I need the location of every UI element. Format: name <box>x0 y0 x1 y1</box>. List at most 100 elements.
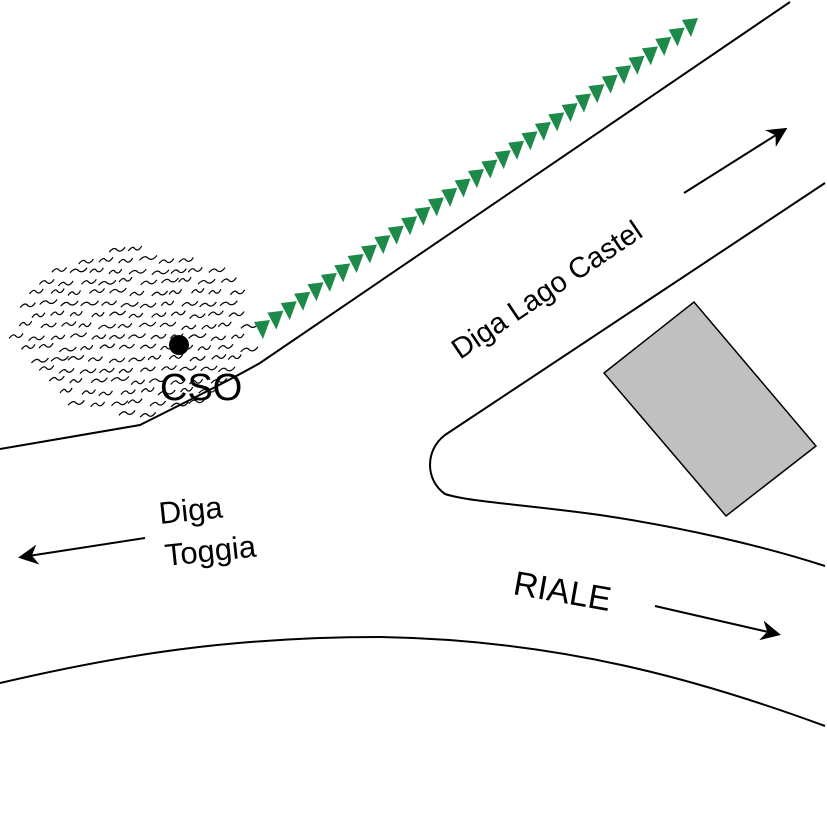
tree-icon <box>441 187 458 207</box>
rock-hatch <box>87 356 103 362</box>
rock-hatch <box>189 313 206 319</box>
rock-hatch <box>59 387 73 394</box>
tree-icon <box>641 46 658 66</box>
rock-hatch <box>69 377 83 384</box>
rock-hatch <box>91 311 105 318</box>
rock-hatch <box>197 345 212 351</box>
rock-hatch <box>147 354 162 361</box>
rock-hatch <box>227 354 242 360</box>
rock-hatch <box>181 324 197 331</box>
rock-hatch <box>18 320 33 327</box>
rock-hatch <box>161 365 177 371</box>
rock-hatch <box>79 344 94 351</box>
rock-hatch <box>148 377 168 383</box>
rock-hatch <box>220 277 237 283</box>
rock-hatch <box>38 279 55 285</box>
rock-hatch <box>149 400 167 407</box>
rock-hatch <box>109 310 127 317</box>
rock-hatch <box>157 389 176 396</box>
rock-hatch <box>50 355 69 362</box>
tree-icon <box>361 244 377 264</box>
tree-icon <box>454 178 471 198</box>
tree-icon <box>588 84 605 104</box>
rock-hatch <box>81 389 96 395</box>
rock-hatch <box>89 288 105 294</box>
rock-hatch <box>139 366 156 373</box>
rock-hatch <box>120 301 139 308</box>
rock-hatch <box>127 398 143 404</box>
rock-hatch <box>240 322 260 329</box>
arrow-icon <box>683 127 788 194</box>
tree-icon <box>494 150 511 170</box>
tree-icon <box>628 55 645 75</box>
rock-hatch <box>211 354 227 360</box>
rock-hatch <box>228 311 245 317</box>
rock-hatch <box>58 346 77 353</box>
rock-hatch <box>118 343 135 350</box>
rock-hatch <box>69 267 88 274</box>
tree-icon <box>387 225 404 245</box>
rock-hatch <box>109 287 127 294</box>
tree-icon <box>575 93 591 113</box>
rock-hatch <box>161 277 179 284</box>
tree-icon <box>374 235 391 255</box>
rock-hatch <box>210 377 228 384</box>
rock-hatch <box>38 365 55 371</box>
rocky-slope-hatching <box>8 245 260 418</box>
rock-hatch <box>98 323 117 330</box>
rock-hatch <box>67 399 85 406</box>
rock-hatch <box>129 290 145 297</box>
rock-hatch <box>197 278 216 285</box>
tree-icon <box>668 27 685 47</box>
road-label-riale: RIALE <box>511 564 614 618</box>
tree-icon <box>334 263 351 283</box>
rock-hatch <box>178 257 194 263</box>
tree-icon <box>294 291 311 311</box>
rock-hatch <box>229 289 246 296</box>
rock-hatch <box>187 266 203 273</box>
rock-hatch <box>159 321 177 328</box>
rock-hatch <box>67 354 85 361</box>
rock-hatch <box>120 389 136 395</box>
rock-hatch <box>168 353 184 360</box>
rock-hatch <box>60 300 79 307</box>
rock-hatch <box>127 245 143 252</box>
rock-hatch <box>79 368 97 374</box>
rock-hatch <box>170 401 189 408</box>
rock-hatch <box>208 288 222 295</box>
site-label: CSO <box>160 367 242 409</box>
tree-row <box>254 18 698 339</box>
tree-icon <box>414 206 431 226</box>
rock-hatch <box>181 300 199 307</box>
rock-hatch <box>38 342 54 349</box>
rock-hatch <box>201 323 217 330</box>
rock-hatch <box>28 288 44 295</box>
rock-hatch <box>48 375 65 382</box>
rock-hatch <box>110 375 130 382</box>
rock-hatch <box>78 258 94 265</box>
rock-hatch <box>128 268 147 275</box>
rock-hatch <box>170 379 186 385</box>
rock-hatch <box>118 410 136 416</box>
rock-hatch <box>98 390 113 397</box>
rock-hatch <box>150 333 167 340</box>
rock-hatch <box>168 289 183 295</box>
tree-icon <box>534 121 551 141</box>
rock-hatch <box>98 256 114 263</box>
site-marker-dot <box>169 335 189 355</box>
tree-icon <box>548 112 565 132</box>
rock-hatch <box>117 322 133 329</box>
rock-hatch <box>188 333 207 339</box>
rock-hatch <box>191 288 205 294</box>
rock-hatch <box>90 377 108 384</box>
tree-icon <box>347 253 364 273</box>
rock-hatch <box>81 279 97 285</box>
tree-icon <box>508 140 525 160</box>
rock-hatch <box>30 357 49 364</box>
rock-hatch <box>138 321 157 328</box>
road-lower-edge <box>0 635 826 727</box>
rock-hatch <box>240 346 259 353</box>
building <box>602 300 818 518</box>
rock-hatch <box>198 387 218 394</box>
tree-icon <box>427 197 444 217</box>
